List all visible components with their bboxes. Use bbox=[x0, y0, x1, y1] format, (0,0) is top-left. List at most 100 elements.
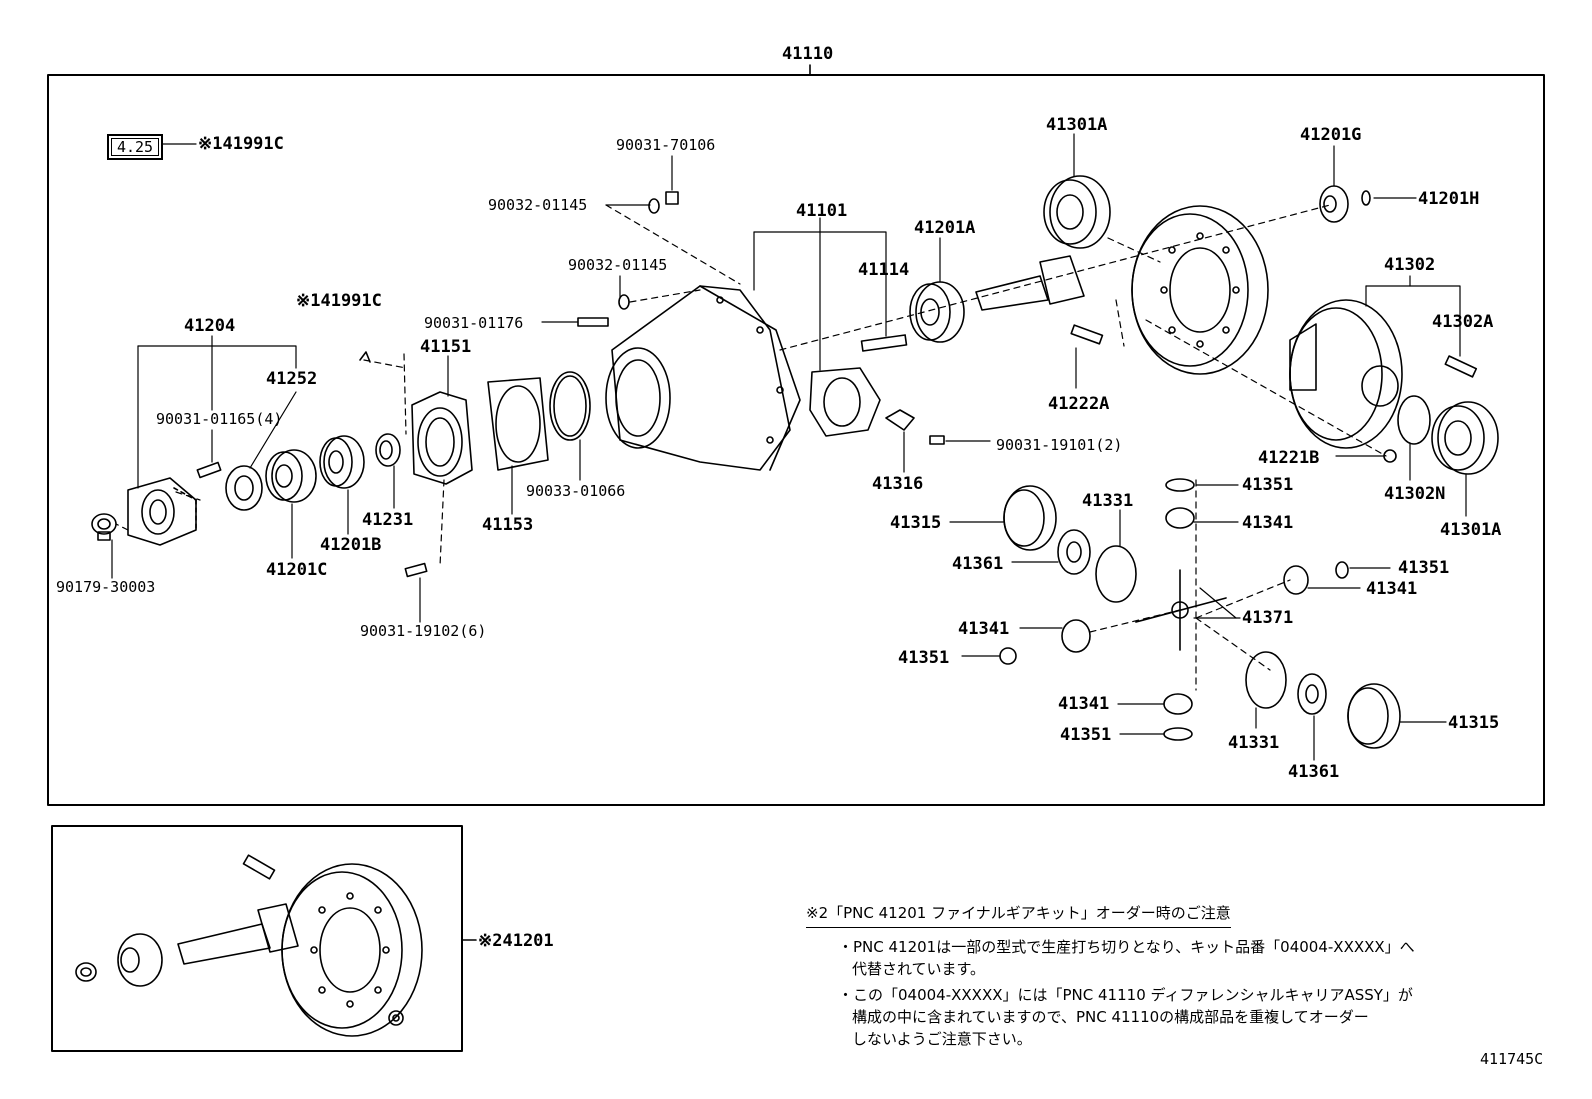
part-41201h[interactable]: 41201H bbox=[1418, 189, 1480, 209]
part-41302n[interactable]: 41302N bbox=[1384, 484, 1446, 504]
gasket-41153-icon bbox=[487, 377, 549, 471]
part-41222a[interactable]: 41222A bbox=[1048, 394, 1110, 414]
spacer-icon bbox=[375, 433, 401, 467]
note-bullet-2-line-1: ・この「04004-XXXXX」には「PNC 41110 ディファレンシャルキャ… bbox=[838, 986, 1413, 1004]
main-assembly-frame bbox=[47, 74, 1545, 806]
kit-small-nut-icon bbox=[388, 1010, 404, 1026]
kit-inset-frame bbox=[51, 825, 463, 1052]
part-90179-30003[interactable]: 90179-30003 bbox=[56, 578, 156, 596]
bearing-41201a-icon bbox=[909, 281, 965, 343]
side-gear-41315-icon bbox=[1003, 485, 1057, 551]
bolt-icon bbox=[196, 461, 222, 479]
part-41341-c[interactable]: 41341 bbox=[958, 619, 1010, 639]
part-41201c[interactable]: 41201C bbox=[266, 560, 328, 580]
part-41331-b[interactable]: 41331 bbox=[1228, 733, 1280, 753]
oil-seal-icon bbox=[225, 465, 263, 511]
part-90032-01145-a[interactable]: 90032-01145 bbox=[488, 196, 588, 214]
retainer-41151-icon bbox=[411, 391, 473, 485]
part-41371[interactable]: 41371 bbox=[1242, 608, 1294, 628]
thrust-washer-41361-lower-icon bbox=[1297, 673, 1327, 715]
side-gear-41331-icon bbox=[1095, 545, 1137, 603]
part-41221b[interactable]: 41221B bbox=[1258, 448, 1320, 468]
part-41302a[interactable]: 41302A bbox=[1432, 312, 1494, 332]
part-41361-a[interactable]: 41361 bbox=[952, 554, 1004, 574]
leader-lines bbox=[111, 133, 1467, 761]
ring-gear-icon bbox=[1131, 205, 1269, 375]
kit-pinion-icon bbox=[177, 903, 299, 965]
nut-washer-icons bbox=[359, 191, 945, 578]
note-bullet-1-line-2: 代替されています。 bbox=[852, 960, 986, 978]
flange-nut-icon bbox=[91, 513, 117, 541]
part-41302[interactable]: 41302 bbox=[1384, 255, 1436, 275]
bearing-41301a-icon bbox=[1043, 175, 1111, 249]
thrust-washer-41361-icon bbox=[1057, 529, 1091, 575]
kit-bolt-icon bbox=[242, 854, 276, 880]
side-gear-41331-lower-icon bbox=[1245, 651, 1287, 709]
kit-bearing-icon bbox=[117, 933, 163, 987]
part-41201b[interactable]: 41201B bbox=[320, 535, 382, 555]
part-41351-b[interactable]: 41351 bbox=[1398, 558, 1450, 578]
part-41252[interactable]: 41252 bbox=[266, 369, 318, 389]
part-41101[interactable]: 41101 bbox=[796, 201, 848, 221]
part-41315-a[interactable]: 41315 bbox=[890, 513, 942, 533]
part-41316[interactable]: 41316 bbox=[872, 474, 924, 494]
note-bullet-1-line-1: ・PNC 41201は一部の型式で生産打ち切りとなり、キット品番「04004-X… bbox=[838, 938, 1415, 956]
part-41351-d[interactable]: 41351 bbox=[1060, 725, 1112, 745]
assembly-paths bbox=[115, 204, 1387, 691]
part-41991c-mid[interactable]: ※141991C bbox=[296, 291, 382, 311]
part-41231[interactable]: 41231 bbox=[362, 510, 414, 530]
cap-bolt-icon bbox=[860, 334, 908, 352]
diagram-id: 411745C bbox=[1480, 1050, 1544, 1068]
note-bullet-2-line-3: しないようご注意下さい。 bbox=[852, 1030, 1032, 1048]
part-41153[interactable]: 41153 bbox=[482, 515, 534, 535]
companion-flange-icon bbox=[127, 477, 197, 546]
kit-ring-gear-icon bbox=[281, 863, 423, 1037]
part-41201g[interactable]: 41201G bbox=[1300, 125, 1362, 145]
note-title: ※2「PNC 41201 ファイナルギアキット」オーダー時のご注意 bbox=[806, 902, 1231, 928]
part-41351-a[interactable]: 41351 bbox=[1242, 475, 1294, 495]
part-41201-kit[interactable]: ※241201 bbox=[478, 931, 554, 951]
adjust-lock-icon bbox=[885, 409, 915, 431]
pinion-shaft-icon bbox=[1135, 569, 1227, 651]
side-gear-41315-lower-icon bbox=[1347, 683, 1401, 749]
part-41204[interactable]: 41204 bbox=[184, 316, 236, 336]
bearing-41201b-icon bbox=[319, 435, 365, 489]
snap-ring-icon bbox=[1361, 190, 1371, 206]
part-41341-d[interactable]: 41341 bbox=[1058, 694, 1110, 714]
part-41331-a[interactable]: 41331 bbox=[1082, 491, 1134, 511]
part-41351-c[interactable]: 41351 bbox=[898, 648, 950, 668]
part-41341-b[interactable]: 41341 bbox=[1366, 579, 1418, 599]
part-41301a-bot[interactable]: 41301A bbox=[1440, 520, 1502, 540]
kit-nut-icon bbox=[75, 962, 97, 982]
differential-case-icon bbox=[1289, 299, 1403, 449]
part-41991c-top[interactable]: ※141991C bbox=[198, 134, 284, 154]
part-90031-01165[interactable]: 90031-01165(4) bbox=[156, 410, 283, 428]
part-90031-19102[interactable]: 90031-19102(6) bbox=[360, 622, 487, 640]
part-41114[interactable]: 41114 bbox=[858, 260, 910, 280]
part-41341-a[interactable]: 41341 bbox=[1242, 513, 1294, 533]
part-41361-b[interactable]: 41361 bbox=[1288, 762, 1340, 782]
part-90033-01066[interactable]: 90033-01066 bbox=[526, 482, 626, 500]
bearing-41301a-lower-icon bbox=[1431, 401, 1499, 475]
part-90031-19101[interactable]: 90031-19101(2) bbox=[996, 436, 1123, 454]
note-bullet-2-line-2: 構成の中に含まれていますので、PNC 41110の構成部品を重複してオーダー bbox=[852, 1008, 1369, 1026]
shim-41302n-icon bbox=[1397, 395, 1431, 445]
assembly-number: 41110 bbox=[782, 44, 834, 64]
case-bolt-icon bbox=[1444, 355, 1478, 378]
part-41301a-top[interactable]: 41301A bbox=[1046, 115, 1108, 135]
carrier-housing-icon bbox=[605, 285, 801, 471]
box-label: 4.25 bbox=[107, 134, 163, 160]
bearing-41201c-icon bbox=[265, 449, 317, 503]
bearing-cap-icon bbox=[809, 367, 881, 437]
part-41315-b[interactable]: 41315 bbox=[1448, 713, 1500, 733]
part-90031-70106[interactable]: 90031-70106 bbox=[616, 136, 716, 154]
o-ring-icon bbox=[549, 371, 591, 441]
part-90031-01176[interactable]: 90031-01176 bbox=[424, 314, 524, 332]
drive-pinion-icon bbox=[975, 255, 1085, 311]
part-90032-01145-b[interactable]: 90032-01145 bbox=[568, 256, 668, 274]
part-41201a[interactable]: 41201A bbox=[914, 218, 976, 238]
part-41151[interactable]: 41151 bbox=[420, 337, 472, 357]
ring-gear-bolt-icon bbox=[1070, 324, 1104, 345]
bearing-41201g-icon bbox=[1319, 185, 1349, 223]
